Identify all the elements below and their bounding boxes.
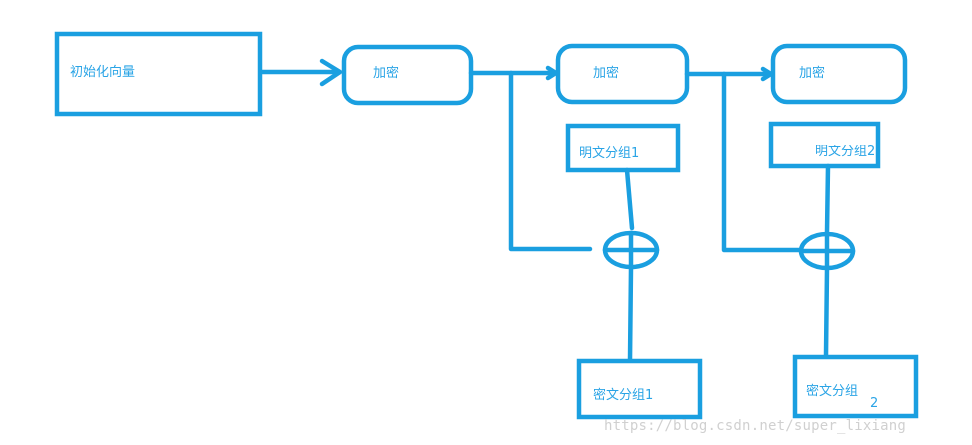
plaintext-label-2: 明文分组2: [815, 145, 875, 158]
encrypt-box-1: [341, 44, 474, 106]
xor-symbol-1: [602, 230, 660, 270]
xor-symbol-2: [798, 231, 856, 271]
plaintext-to-xor-1: [624, 167, 635, 231]
iv-box: [54, 31, 263, 117]
plaintext-box-1: [565, 123, 681, 173]
iv-label: 初始化向量: [70, 65, 136, 80]
ciphertext-label-2-subscript: 2: [870, 396, 879, 411]
ciphertext-label-2: 密文分组: [806, 384, 859, 399]
xor-to-ciphertext-1: [627, 265, 634, 363]
encrypt-label-3: 加密: [799, 66, 826, 81]
ciphertext-box-1: [576, 358, 703, 420]
plaintext-label-1: 明文分组1: [579, 146, 640, 161]
ciphertext-label-1: 密文分组1: [593, 388, 654, 403]
encrypt-label-2: 加密: [593, 66, 620, 81]
plaintext-box-2: [768, 121, 881, 169]
encrypt-box-2: [555, 43, 690, 105]
ciphertext-box-2: [792, 354, 919, 419]
feed-line-2: [721, 71, 802, 253]
encrypt-label-1: 加密: [373, 66, 400, 81]
xor-to-ciphertext-2: [823, 265, 830, 358]
encrypt-box-3: [770, 43, 908, 105]
arrowhead-encrypt-3: [760, 66, 774, 82]
feed-line-1: [508, 70, 593, 252]
plaintext-to-xor-2: [824, 163, 831, 235]
watermark: https://blog.csdn.net/super_lixiang: [604, 418, 907, 434]
arrowhead-iv: [319, 58, 343, 87]
arrowhead-encrypt-2: [545, 65, 559, 81]
